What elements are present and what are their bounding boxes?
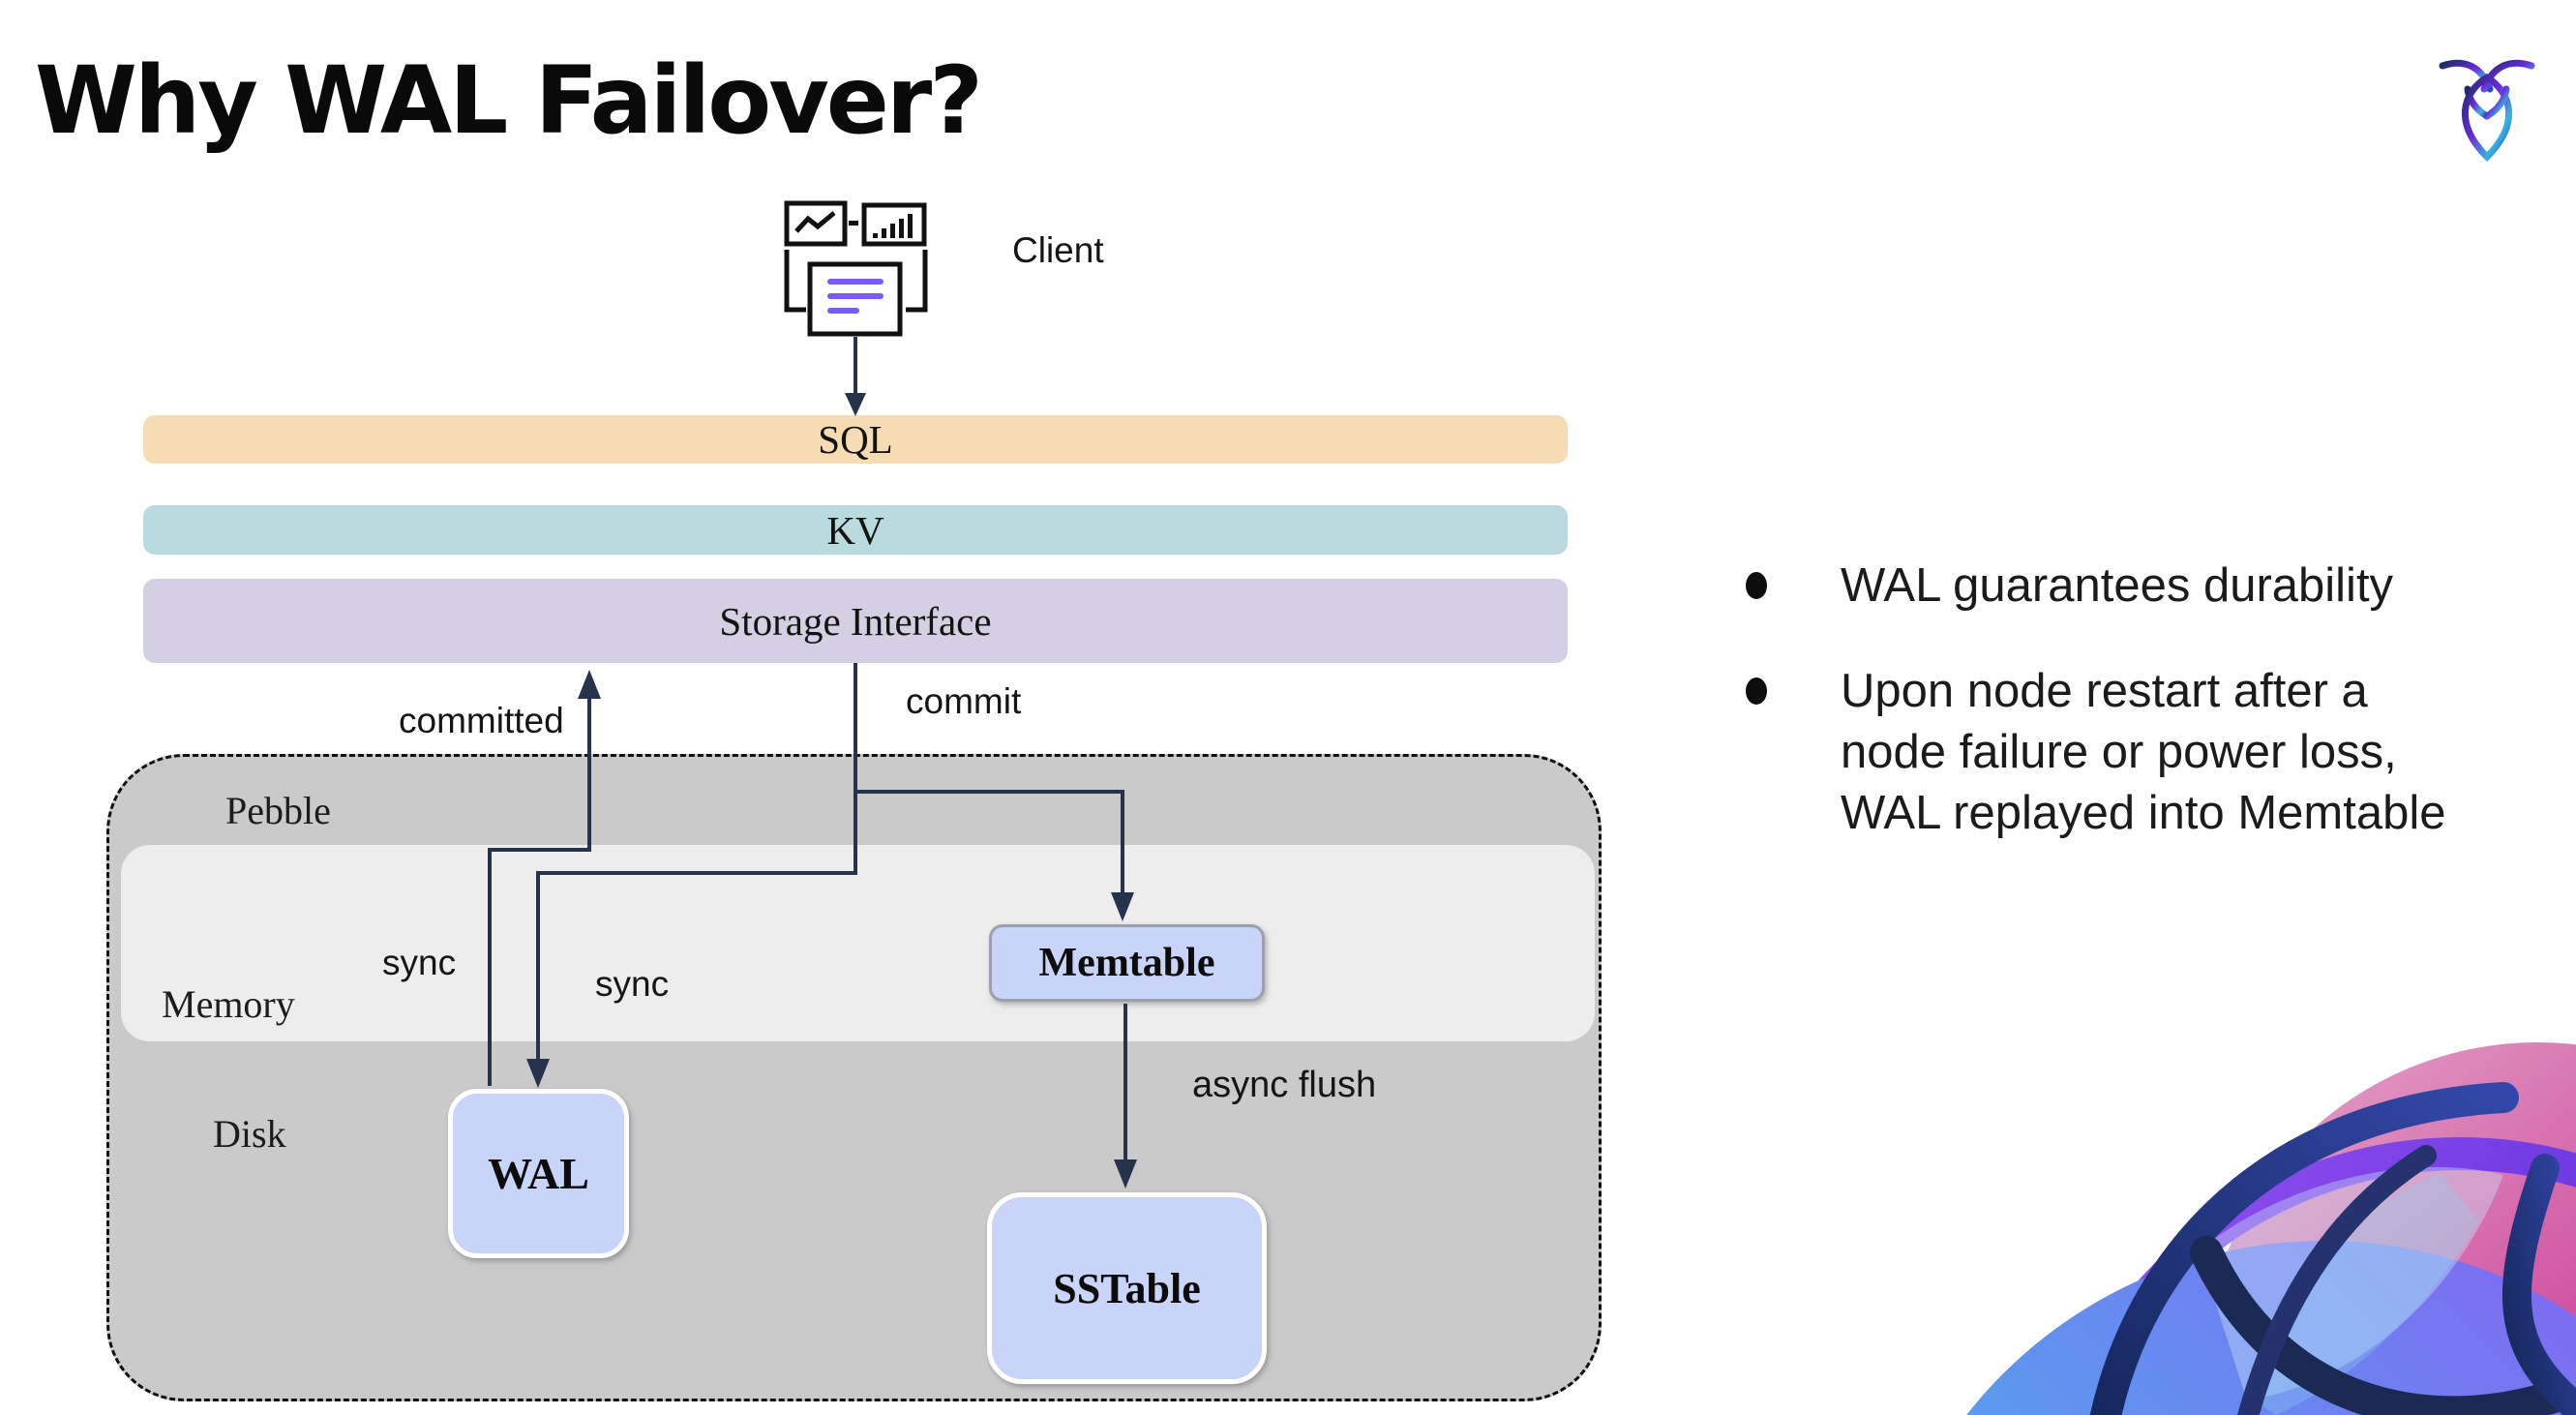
memtable-label: Memtable (1038, 941, 1215, 985)
layer-sql: SQL (143, 415, 1568, 464)
dash-connector (849, 221, 858, 226)
disk-label: Disk (213, 1112, 286, 1156)
bullet-text: Upon node restart after a (1841, 665, 2368, 717)
layer-kv: KV (143, 505, 1568, 555)
committed-arrow (488, 697, 591, 1086)
layer-storage-label: Storage Interface (719, 598, 992, 644)
brand-art-decoration (1966, 1042, 2576, 1415)
arrowhead-down-memtable (1111, 892, 1134, 921)
wal-label: WAL (488, 1149, 589, 1198)
bullet-icon (1746, 677, 1767, 705)
bullet-list: WAL guarantees durability Upon node rest… (1732, 556, 2576, 844)
arrowhead-up-storage (578, 670, 601, 699)
arrowhead-down-wal (526, 1059, 550, 1088)
layer-sql-label: SQL (818, 417, 893, 462)
commit-memtable-arrow (855, 790, 1124, 894)
memory-label: Memory (162, 982, 295, 1026)
sync-right-label: sync (595, 964, 670, 1004)
bullet-text: WAL guarantees durability (1841, 559, 2394, 612)
commit-label: commit (906, 681, 1022, 721)
bullet-icon (1746, 572, 1767, 599)
memtable-box: Memtable (989, 924, 1265, 1002)
bar-chart-icon (861, 202, 927, 247)
wal-box: WAL (448, 1089, 629, 1258)
client-label: Client (1012, 230, 1104, 270)
memory-band (121, 845, 1595, 1041)
bullet-text: node failure or power loss, (1841, 726, 2397, 778)
pebble-label: Pebble (225, 789, 331, 832)
layer-storage-interface: Storage Interface (143, 579, 1568, 663)
arrowhead-down-sstable (1114, 1159, 1137, 1189)
list-item: WAL guarantees durability (1732, 556, 2576, 617)
document-icon (784, 250, 928, 337)
layer-kv-label: KV (826, 507, 884, 553)
line-chart-icon (784, 200, 848, 247)
sync-left-label: sync (382, 943, 457, 982)
bullet-text: WAL replayed into Memtable (1841, 787, 2446, 839)
async-flush-label: async flush (1192, 1065, 1377, 1105)
sstable-label: SSTable (1053, 1264, 1201, 1312)
arrowhead-down-sql (845, 393, 866, 416)
commit-sync-wal-arrow (536, 663, 857, 1061)
committed-label: committed (399, 701, 564, 740)
page-title: Why WAL Failover? (35, 46, 983, 155)
cockroachdb-logo-icon (2439, 59, 2535, 162)
sstable-box: SSTable (987, 1192, 1267, 1384)
client-icon (784, 200, 928, 337)
list-item: Upon node restart after a node failure o… (1732, 661, 2576, 844)
